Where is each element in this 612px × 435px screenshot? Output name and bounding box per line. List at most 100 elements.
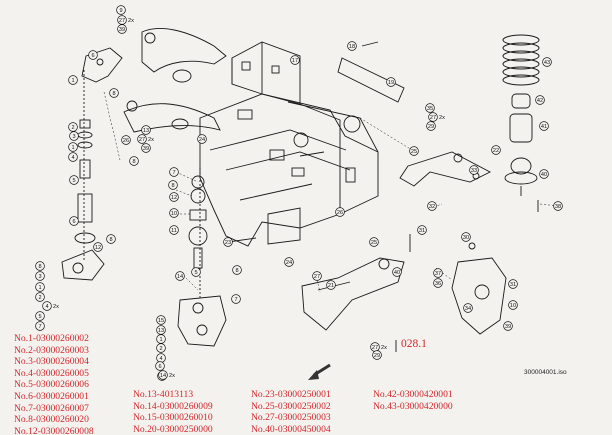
coil-spring — [502, 34, 540, 86]
part-number-entry: No.1-03000260002 — [14, 333, 89, 344]
callout-number: 5 — [38, 314, 41, 320]
callout-number: 12 — [95, 245, 101, 251]
callout-circle — [425, 103, 435, 113]
callout-38: 38 — [553, 201, 563, 211]
callout-circle — [461, 232, 471, 242]
callout-circle — [155, 361, 165, 371]
callout-circle — [117, 24, 127, 34]
callout-18: 18 — [347, 41, 357, 51]
callout-13: 13 — [141, 125, 151, 135]
callout-8: 8 — [168, 180, 178, 190]
callout-number: 1 — [71, 145, 74, 151]
callout-25: 25 — [409, 146, 419, 156]
callout-circle — [42, 301, 52, 311]
callout-number: 38 — [555, 204, 561, 210]
callout-circle — [491, 145, 501, 155]
callout-33: 33 — [469, 165, 479, 175]
part-number-entry: No.2-03000260003 — [14, 344, 89, 356]
callout-number: 8 — [171, 183, 174, 189]
callout-circle — [68, 75, 78, 85]
callout-circle — [335, 207, 345, 217]
callout-number: 19 — [388, 80, 394, 86]
callout-8: 8 — [35, 261, 45, 271]
callout-circle — [197, 134, 207, 144]
callout-1: 1 — [68, 75, 78, 85]
callout-12: 12 — [93, 242, 103, 252]
callout-circle — [69, 131, 79, 141]
callout-10: 10 — [508, 300, 518, 310]
callout-number: 27 — [119, 18, 125, 24]
callout-number: 29 — [374, 353, 380, 359]
callout-circle — [116, 5, 126, 15]
callout-34: 34 — [463, 303, 473, 313]
callout-circle — [428, 112, 438, 122]
callout-number: 24 — [199, 137, 205, 143]
callout-1: 1 — [35, 282, 45, 292]
callout-30: 30 — [461, 232, 471, 242]
callout-4: 4 — [156, 353, 166, 363]
callout-11: 11 — [169, 225, 179, 235]
part-number-entry: No.40-03000450004 — [251, 423, 331, 435]
callout-circle — [469, 165, 479, 175]
callout-number: 15 — [158, 318, 164, 324]
callout-number: 35 — [427, 106, 433, 112]
callout-circle — [284, 257, 294, 267]
callout-number: 21 — [328, 283, 334, 289]
callout-40: 40 — [392, 267, 402, 277]
callout-circle — [553, 201, 563, 211]
frame-linework — [61, 28, 559, 352]
callout-number: 9 — [119, 8, 122, 14]
callout-number: 7 — [172, 170, 175, 176]
callout-10: 10 — [169, 208, 179, 218]
callout-number: 41 — [541, 124, 547, 130]
callout-circle — [156, 343, 166, 353]
callout-number: 8 — [235, 268, 238, 274]
part-number-entry: No.8-03000260020 — [14, 414, 89, 426]
callout-circle — [503, 321, 513, 331]
callout-29: 29 — [426, 121, 436, 131]
part-number-entry: No.4-03000260005 — [14, 367, 89, 379]
callout-circle — [508, 300, 518, 310]
callout-circle — [426, 121, 436, 131]
part-number-entry: No.12-03000260008 — [14, 425, 94, 435]
callout-circle — [169, 208, 179, 218]
callout-number: 3 — [38, 274, 41, 280]
callout-number: 6 — [158, 364, 161, 370]
callout-number: 1 — [38, 285, 41, 291]
callout-number: 22 — [493, 148, 499, 154]
callout-number: 25 — [411, 149, 417, 155]
callout-circle — [539, 121, 549, 131]
callout-5: 5 — [35, 311, 45, 321]
callout-35: 35 — [425, 103, 435, 113]
callout-circle — [137, 134, 147, 144]
callout-2: 2 — [68, 122, 78, 132]
callout-circle — [232, 265, 242, 275]
callout-quantity: 2x — [53, 304, 59, 310]
callout-quantity: 2x — [169, 373, 175, 379]
callout-circle — [121, 135, 131, 145]
callout-number: 29 — [428, 124, 434, 130]
callout-number: 5 — [72, 178, 75, 184]
callout-circle — [35, 292, 45, 302]
callout-number: 23 — [225, 240, 231, 246]
callout-26: 26 — [335, 207, 345, 217]
callout-2: 2 — [35, 292, 45, 302]
callout-number: 39 — [119, 27, 125, 33]
callout-number: 8 — [132, 159, 135, 165]
callout-number: 32 — [429, 204, 435, 210]
callout-circle — [69, 216, 79, 226]
callout-8: 8 — [232, 265, 242, 275]
callout-number: 31 — [419, 228, 425, 234]
callout-number: 8 — [38, 264, 41, 270]
callout-number: 39 — [505, 324, 511, 330]
drawing-file-id: 300004001.iso — [524, 369, 567, 376]
part-number-entry: No.3-03000260004 — [14, 356, 89, 368]
callout-circle — [35, 321, 45, 331]
callout-39: 39 — [141, 143, 151, 153]
